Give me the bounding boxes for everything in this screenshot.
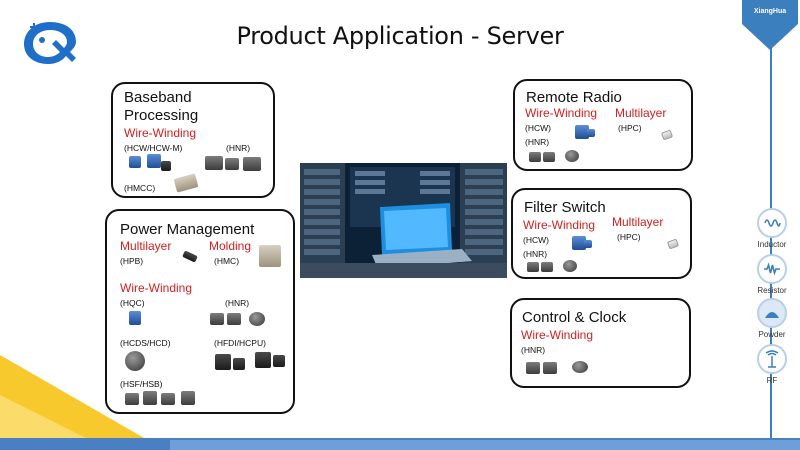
- component-image: [173, 173, 199, 193]
- component-image: [225, 158, 239, 170]
- component-image: [666, 238, 680, 250]
- category-wire-winding: Wire-Winding: [120, 281, 193, 295]
- component-image: [660, 129, 674, 141]
- component-image: [161, 393, 175, 405]
- component-image: [526, 362, 540, 374]
- rf-icon: [757, 344, 787, 374]
- product-code: (HCW/HCW-M): [124, 143, 183, 153]
- bottom-bar-highlight: [170, 440, 800, 450]
- component-image: [125, 351, 145, 371]
- component-image: [584, 240, 592, 248]
- component-image: [182, 250, 198, 263]
- page-title: Product Application - Server: [236, 22, 564, 50]
- component-image: [143, 391, 157, 405]
- server-room-image: [300, 163, 507, 278]
- component-image: [273, 355, 285, 367]
- category-wire-winding: Wire-Winding: [521, 328, 594, 342]
- product-code: (HNR): [225, 298, 250, 308]
- resistor-icon: [757, 254, 787, 284]
- product-code: (HQC): [120, 298, 145, 308]
- product-code: (HNR): [523, 249, 548, 259]
- component-image: [543, 362, 557, 374]
- product-code: (HPB): [120, 256, 144, 266]
- component-image: [587, 129, 595, 137]
- component-image: [563, 260, 577, 272]
- component-image: [210, 313, 224, 325]
- card-title-line1: Baseband: [124, 89, 192, 106]
- category-multilayer: Multilayer: [612, 215, 664, 229]
- component-image: [243, 157, 261, 171]
- component-image: [129, 156, 141, 168]
- product-code: (HSF/HSB): [120, 379, 163, 389]
- card-filter-switch: Filter Switch Wire-Winding Multilayer (H…: [511, 188, 692, 279]
- card-baseband-processing: Baseband Processing Wire-Winding (HCW/HC…: [111, 82, 275, 198]
- component-image: [147, 154, 161, 168]
- card-power-management: Power Management Multilayer Molding (HPB…: [105, 209, 295, 414]
- product-code: (HPC): [618, 123, 642, 133]
- component-image: [255, 352, 271, 368]
- company-logo-icon: [24, 22, 76, 64]
- component-image: [161, 161, 171, 171]
- product-code: (HMC): [214, 256, 240, 266]
- component-image: [543, 152, 555, 162]
- product-code: (HNR): [525, 137, 550, 147]
- component-image: [575, 125, 589, 139]
- component-image: [233, 358, 245, 370]
- component-image: [181, 391, 195, 405]
- component-image: [572, 361, 588, 373]
- rail-label-resistor: Resistor: [757, 286, 787, 295]
- rail-label-rf: RF: [766, 376, 778, 385]
- rail-item-powder[interactable]: Powder: [752, 298, 792, 339]
- category-wire-winding: Wire-Winding: [124, 126, 197, 140]
- product-code: (HMCC): [124, 183, 156, 193]
- component-image: [125, 393, 139, 405]
- product-code: (HPC): [617, 232, 641, 242]
- brand-label: XiangHua: [753, 8, 787, 15]
- rail-label-inductor: Inductor: [757, 240, 787, 249]
- brand-tab: [742, 0, 798, 50]
- card-title: Filter Switch: [524, 199, 606, 216]
- component-image: [572, 236, 586, 250]
- powder-icon: [757, 298, 787, 328]
- rail-label-powder: Powder: [758, 330, 786, 339]
- card-remote-radio: Remote Radio Wire-Winding Multilayer (HC…: [513, 79, 693, 171]
- component-image: [227, 313, 241, 325]
- card-title-line2: Processing: [124, 107, 199, 124]
- component-image: [259, 245, 281, 267]
- category-wire-winding: Wire-Winding: [523, 218, 596, 232]
- product-code: (HNR): [521, 345, 546, 355]
- product-code: (HNR): [226, 143, 251, 153]
- inductor-icon: [757, 208, 787, 238]
- product-code: (HFDI/HCPU): [214, 338, 266, 348]
- component-image: [129, 311, 141, 325]
- card-title: Power Management: [120, 221, 255, 238]
- card-title: Remote Radio: [526, 89, 622, 106]
- rail-line: [770, 40, 772, 438]
- component-image: [541, 262, 553, 272]
- category-multilayer: Multilayer: [615, 106, 667, 120]
- card-title: Control & Clock: [522, 309, 627, 326]
- component-image: [529, 152, 541, 162]
- rail-item-rf[interactable]: RF: [752, 344, 792, 385]
- rail-item-resistor[interactable]: Resistor: [752, 254, 792, 295]
- product-code: (HCW): [523, 235, 549, 245]
- category-wire-winding: Wire-Winding: [525, 106, 598, 120]
- category-molding: Molding: [209, 239, 252, 253]
- component-image: [249, 312, 265, 326]
- rail-item-inductor[interactable]: Inductor: [752, 208, 792, 249]
- component-image: [565, 150, 579, 162]
- component-image: [215, 354, 231, 370]
- product-code: (HCW): [525, 123, 551, 133]
- component-image: [527, 262, 539, 272]
- product-code: (HCDS/HCD): [120, 338, 171, 348]
- card-control-clock: Control & Clock Wire-Winding (HNR): [510, 298, 691, 388]
- category-multilayer: Multilayer: [120, 239, 172, 253]
- component-image: [205, 156, 223, 170]
